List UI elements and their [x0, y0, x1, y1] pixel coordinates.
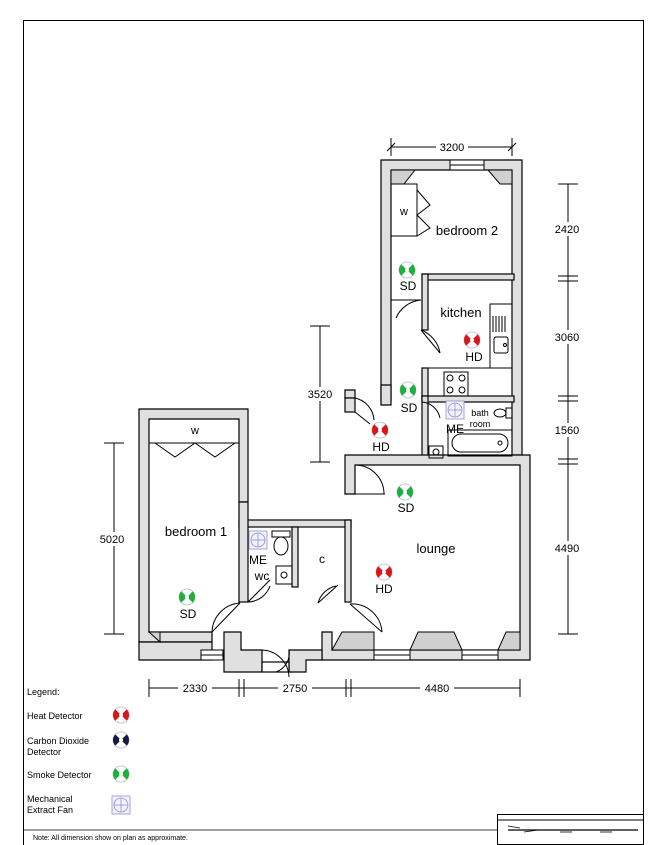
dim-lounge-height: 4490: [555, 543, 579, 555]
legend-co-icon: [112, 731, 130, 749]
legend-heat-label: Heat Detector: [27, 711, 83, 721]
window-reveals: [147, 169, 521, 651]
legend-fan-label-1: Mechanical: [27, 794, 73, 804]
legend-heat-icon: [112, 706, 130, 724]
dim-bedroom2-height: 2420: [555, 224, 579, 236]
label-hd-hall: HD: [372, 440, 390, 454]
label-sd-lounge: SD: [398, 501, 415, 515]
smoke-detector-icon: [399, 381, 417, 399]
legend-co-label-1: Carbon Dioxide: [27, 736, 89, 746]
label-hd-lounge: HD: [375, 582, 393, 596]
wardrobe-label-bedroom1: w: [190, 425, 199, 437]
dim-bottom-middle: 2750: [283, 683, 307, 695]
smoke-detector-icon: [396, 483, 414, 501]
dim-bottom-right: 4480: [425, 683, 449, 695]
legend-smoke-label: Smoke Detector: [27, 770, 92, 780]
title-block: [497, 814, 644, 845]
page-border: [23, 20, 644, 845]
dim-kitchen-height: 3060: [555, 332, 579, 344]
legend-co-label-2: Detector: [27, 747, 61, 757]
dim-hall-height: 3520: [308, 389, 332, 401]
smoke-detector-icon: [178, 588, 196, 606]
room-label-bath-2: room: [470, 419, 491, 429]
dim-bedroom1-height: 5020: [100, 534, 124, 546]
detector-symbols: [111, 261, 481, 815]
label-sd-hall: SD: [401, 401, 418, 415]
dim-bottom-left: 2330: [183, 683, 207, 695]
label-sd-bedroom1: SD: [180, 607, 197, 621]
label-hd-kitchen: HD: [465, 350, 483, 364]
room-label-kitchen: kitchen: [440, 305, 481, 320]
legend-smoke-icon: [112, 765, 130, 783]
room-label-bedroom2: bedroom 2: [436, 223, 498, 238]
extract-fan-icon: [248, 530, 268, 550]
wc-fittings: [271, 530, 293, 585]
room-label-bath-1: bath: [471, 408, 489, 418]
legend-fan-label-2: Extract Fan: [27, 805, 73, 815]
kitchen-fittings: [427, 303, 513, 397]
label-me-bathroom: ME: [446, 422, 464, 436]
dimension-label-bg: [96, 140, 584, 695]
heat-detector-icon: [371, 421, 389, 439]
room-label-lounge: lounge: [416, 541, 455, 556]
note-text: Note: All dimension show on plan as appr…: [33, 835, 188, 842]
legend-title: Legend:: [27, 687, 60, 697]
extract-fan-icon: [445, 400, 465, 420]
room-label-wc: wc: [254, 569, 270, 583]
bathroom-fittings: [428, 407, 513, 459]
heat-detector-icon: [463, 331, 481, 349]
legend-fan-icon: [111, 795, 131, 815]
wardrobe-bedroom2: [390, 183, 431, 237]
dim-bathroom-height: 1560: [555, 425, 579, 437]
room-label-bedroom1: bedroom 1: [165, 524, 227, 539]
smoke-detector-icon: [398, 261, 416, 279]
room-label-cupboard: c: [319, 552, 325, 566]
heat-detector-icon: [375, 563, 393, 581]
label-sd-bedroom2: SD: [400, 279, 417, 293]
windows: [200, 159, 499, 661]
wardrobe-bedroom1: [148, 418, 240, 458]
wardrobe-label-bedroom2: w: [399, 206, 408, 218]
door-swings: [211, 299, 441, 678]
label-me-wc: ME: [249, 553, 267, 567]
dim-top-width: 3200: [440, 142, 464, 154]
